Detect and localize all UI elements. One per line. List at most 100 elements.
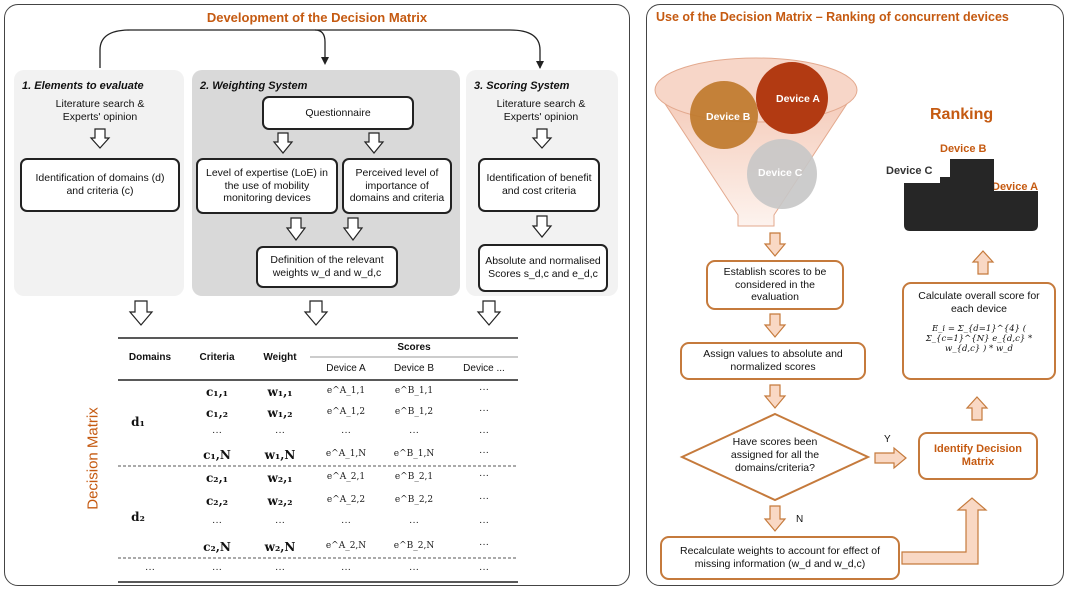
loe-box: Level of expertise (LoE) in the use of m… [196,158,338,214]
identify-matrix-box: Identify Decision Matrix [918,432,1038,480]
score-other-cell: ··· [479,539,489,550]
no-label: N [796,514,804,525]
score-b-cell: e^B_1,1 [394,386,434,396]
score-other-cell: ··· [479,405,489,416]
criteria-cell: c₂,₂ [206,494,228,508]
questionnaire-text: Questionnaire [305,106,371,119]
criteria-cell: c₁,₂ [206,406,228,420]
score-b-cell: e^B_2,N [393,541,435,551]
no-down-arrow [763,505,787,532]
decision-question: Have scores been assigned for all the do… [730,436,820,475]
table-entry-arrows [128,300,502,326]
benefit-cost-box: Identification of benefit and cost crite… [478,158,600,212]
absolute-scores-box: Absolute and normalised Scores s_d,c and… [478,244,608,292]
table-header-device-a: Device A [326,363,366,374]
perceived-importance-text: Perceived level of importance of domains… [349,166,445,205]
score-a-cell: e^A_2,1 [326,472,366,482]
score-b-cell: ··· [409,427,419,438]
questionnaire-box: Questionnaire [262,96,414,130]
domain-d1: d₁ [131,415,145,429]
last-weight-cell: ··· [275,564,285,575]
yes-right-arrow [874,446,907,470]
recalculate-weights-text: Recalculate weights to account for effec… [679,545,880,570]
criteria-cell: ··· [212,427,222,438]
questionnaire-arrows [272,132,385,154]
section-weighting-heading: 2. Weighting System [200,80,308,92]
right-panel-title: Use of the Decision Matrix – Ranking of … [656,10,1009,24]
score-other-cell: ··· [479,447,489,458]
last-a-cell: ··· [341,564,351,575]
criteria-cell: c₁,N [203,448,231,462]
decision-matrix-table-lines [118,337,518,583]
ranking-third: Device A [992,181,1039,193]
perceived-importance-box: Perceived level of importance of domains… [342,158,452,214]
elements-source: Literature search & Experts' opinion [55,98,145,124]
identify-matrix-text: Identify Decision Matrix [933,442,1023,468]
device-b-label: Device B [706,111,751,123]
section-elements-heading: 1. Elements to evaluate [22,80,144,92]
domain-d2: d₂ [131,510,145,524]
score-other-cell: ··· [479,517,489,528]
weight-cell: w₂,N [264,540,296,554]
overall-score-formula: E_i = Σ_{d=1}^{4} ( Σ_{c=1}^{N} e_{d,c} … [925,323,1033,355]
identify-up-arrow [965,396,989,421]
identification-domains-box: Identification of domains (d) and criter… [20,158,180,212]
score-a-cell: ··· [341,427,351,438]
score-a-cell: e^A_1,1 [326,386,366,396]
elements-down-arrow-1 [89,128,111,149]
score-b-cell: ··· [409,517,419,528]
ranking-title: Ranking [930,106,994,123]
score-other-cell: ··· [479,493,489,504]
last-domain-cell: ··· [145,564,155,575]
device-c-circle [747,139,817,209]
funnel-down-arrow [763,232,787,257]
criteria-cell: c₂,₁ [206,471,228,485]
ranking-up-arrow [971,250,995,275]
weight-cell: w₁,₂ [267,406,293,420]
weights-definition-box: Definition of the relevant weights w_d a… [256,246,398,288]
device-b-circle [690,81,758,149]
loe-text: Level of expertise (LoE) in the use of m… [206,166,328,205]
top-connector-arrow [99,29,544,69]
score-other-cell: ··· [479,427,489,438]
weight-cell: ··· [275,427,285,438]
table-header-weight: Weight [263,352,297,363]
identification-domains-text: Identification of domains (d) and criter… [35,172,165,197]
section-scoring-heading: 3. Scoring System [474,80,570,92]
last-b-cell: ··· [409,564,419,575]
weight-cell: w₂,₁ [267,471,293,485]
weighting-arrows [285,217,364,241]
yes-label: Y [884,434,891,445]
establish-scores-box: Establish scores to be considered in the… [706,260,844,310]
table-header-criteria: Criteria [199,352,235,363]
benefit-cost-text: Identification of benefit and cost crite… [486,172,592,197]
scoring-down-arrow-1 [531,128,553,149]
score-other-cell: ··· [479,384,489,395]
podium [904,159,1038,231]
weight-cell: w₂,₂ [267,494,293,508]
ranking-first: Device B [940,143,987,155]
ranking-second: Device C [886,165,933,177]
score-b-cell: e^B_1,2 [394,407,434,417]
table-header-device-b: Device B [393,363,434,374]
assign-values-box: Assign values to absolute and normalized… [680,342,866,380]
score-b-cell: e^B_1,N [393,449,435,459]
assign-down-arrow [763,384,787,409]
scoring-source: Literature search & Experts' opinion [496,98,586,124]
recalculate-weights-box: Recalculate weights to account for effec… [660,536,900,580]
last-other-cell: ··· [479,564,489,575]
device-funnel [654,57,858,227]
score-a-cell: e^A_2,2 [326,495,366,505]
score-a-cell: e^A_1,2 [326,407,366,417]
device-a-label: Device A [776,93,820,105]
weight-cell: w₁,₁ [267,385,293,399]
score-other-cell: ··· [479,470,489,481]
score-a-cell: ··· [341,517,351,528]
score-b-cell: e^B_2,2 [394,495,434,505]
score-a-cell: e^A_1,N [325,449,367,459]
criteria-cell: c₁,₁ [206,385,228,399]
score-b-cell: e^B_2,1 [394,472,434,482]
establish-scores-text: Establish scores to be considered in the… [723,265,827,304]
feedback-arrow [901,497,988,565]
establish-down-arrow [763,313,787,338]
